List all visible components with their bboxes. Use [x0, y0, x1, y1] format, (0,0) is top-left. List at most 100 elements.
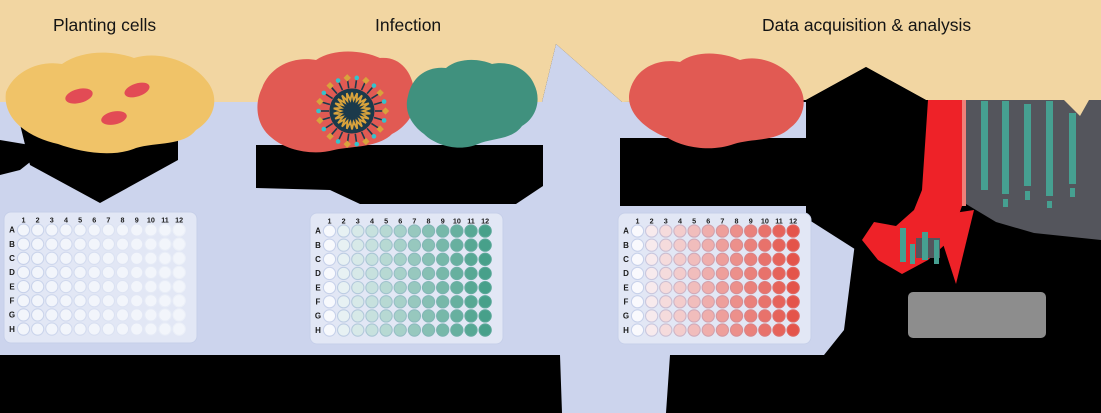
well: [758, 238, 772, 252]
well: [464, 280, 478, 295]
well: [322, 309, 337, 323]
well: [786, 280, 800, 295]
virus-spike-tip-cyan: [316, 108, 321, 114]
well: [31, 322, 45, 336]
well: [450, 252, 464, 266]
plate-col-label: 1: [636, 217, 640, 226]
well: [772, 295, 786, 309]
well: [715, 323, 730, 337]
well: [101, 294, 116, 308]
well: [45, 294, 59, 308]
virus-spike: [354, 133, 358, 142]
well: [758, 280, 772, 295]
well: [322, 266, 337, 281]
well: [436, 238, 450, 252]
well: [31, 237, 45, 251]
well: [659, 295, 673, 309]
mini-fluorescence-cluster: [900, 228, 940, 264]
well: [144, 308, 158, 322]
plate-row-label: F: [624, 297, 629, 306]
well: [673, 238, 687, 252]
well: [172, 223, 186, 237]
well: [351, 323, 365, 337]
well: [101, 251, 116, 265]
well: [351, 252, 365, 266]
well: [45, 237, 59, 251]
well: [144, 265, 158, 280]
virus-spike: [322, 101, 331, 106]
well: [101, 265, 116, 280]
well: [365, 309, 379, 323]
well: [393, 280, 407, 295]
well: [478, 309, 492, 323]
well: [450, 280, 464, 295]
virus-spike: [338, 82, 344, 91]
well: [144, 294, 158, 308]
plate-row-label: E: [623, 283, 629, 292]
well: [407, 252, 422, 266]
well: [645, 224, 659, 238]
well: [729, 323, 744, 337]
well: [379, 266, 393, 281]
well: [365, 280, 379, 295]
well: [115, 279, 130, 294]
well: [701, 295, 715, 309]
well: [744, 224, 758, 238]
well: [130, 294, 144, 308]
virus-genome-zigzag: [333, 92, 371, 130]
well: [172, 322, 186, 336]
virus-spike: [322, 116, 331, 121]
well: [16, 279, 31, 294]
well: [158, 265, 172, 280]
well: [59, 237, 73, 251]
plate-col-label: 11: [161, 216, 169, 225]
well: [701, 224, 715, 238]
well: [130, 308, 144, 322]
well: [645, 280, 659, 295]
virus-spike-tip-cyan: [335, 139, 341, 144]
infected-cells-blob: [406, 59, 538, 148]
well: [73, 322, 87, 336]
plate-col-label: 7: [720, 217, 724, 226]
well: [144, 237, 158, 251]
plate-col-label: 3: [356, 217, 360, 226]
well: [59, 279, 73, 294]
well: [478, 323, 492, 337]
plate-col-label: 11: [775, 217, 783, 226]
well: [786, 252, 800, 266]
virus-spike-tip-cyan: [381, 118, 387, 123]
plate-col-label: 5: [78, 216, 82, 225]
virus-spike-tip-cyan: [321, 90, 327, 96]
well: [758, 295, 772, 309]
fluorescence-bar: [1002, 101, 1009, 194]
well: [322, 238, 337, 252]
well: [351, 309, 365, 323]
virus-spike-tip-gold: [381, 107, 390, 115]
plate-col-label: 4: [678, 217, 682, 226]
well: [630, 266, 645, 281]
well: [421, 323, 436, 337]
well: [31, 265, 45, 280]
virus-spike: [366, 127, 373, 135]
fluorescence-bars: [981, 101, 1076, 208]
well: [450, 295, 464, 309]
fluorescence-bar: [1024, 104, 1031, 186]
well: [673, 295, 687, 309]
well: [701, 266, 715, 281]
well: [87, 223, 101, 237]
well: [379, 238, 393, 252]
virus-spike: [370, 122, 379, 129]
plate-row-label: A: [623, 227, 629, 236]
well: [130, 279, 144, 294]
plate-col-label: 1: [328, 217, 332, 226]
well: [630, 295, 645, 309]
well: [115, 294, 130, 308]
well: [772, 238, 786, 252]
well: [421, 295, 436, 309]
well: [393, 224, 407, 238]
well: [393, 295, 407, 309]
well: [393, 252, 407, 266]
